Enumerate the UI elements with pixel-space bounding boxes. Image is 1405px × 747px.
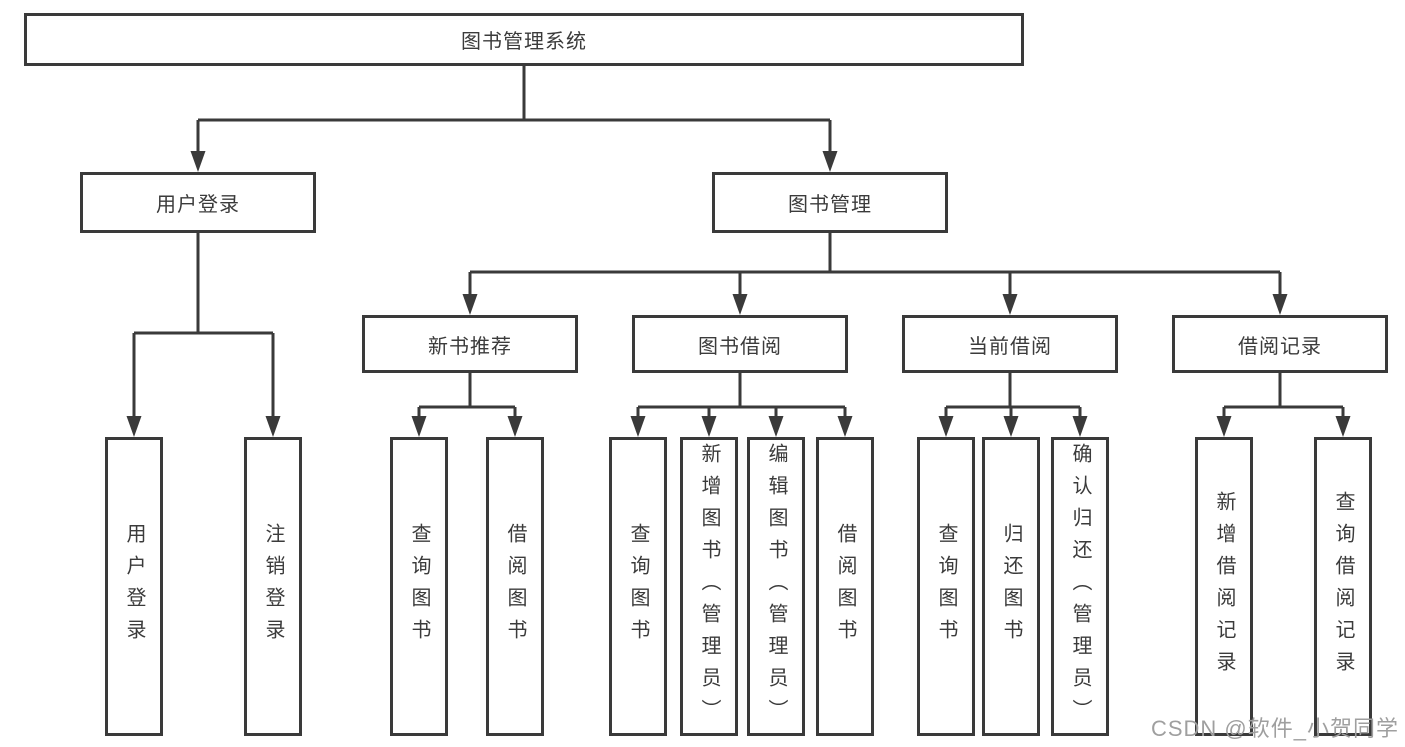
leaf-add-book-admin: 新增图书（管理员） [680,437,738,736]
connector-segments [132,66,1345,433]
csdn-watermark: CSDN @软件_小贺同学 [1150,716,1399,741]
leaf-query-books-recommend: 查询图书 [390,437,448,736]
leaf-add-borrow-record: 新增借阅记录 [1195,437,1253,736]
node-label: 查询图书 [935,522,957,651]
node-borrowing-records: 借阅记录 [1172,315,1388,373]
node-label: 借阅记录 [1238,335,1322,358]
node-label: 查询借阅记录 [1332,490,1354,683]
leaf-edit-book-admin: 编辑图书（管理员） [747,437,805,736]
leaf-user-login: 用户登录 [105,437,163,736]
node-label: 归还图书 [1000,522,1022,651]
leaf-query-books-borrowing: 查询图书 [609,437,667,736]
node-current-borrowing: 当前借阅 [902,315,1118,373]
leaf-logout: 注销登录 [244,437,302,736]
node-label: 图书管理系统 [461,31,587,53]
node-label: 用户登录 [123,522,145,651]
leaf-borrow-books-recommend: 借阅图书 [486,437,544,736]
node-label: 借阅图书 [834,522,856,651]
node-label: 查询图书 [408,522,430,651]
node-label: 查询图书 [627,522,649,651]
node-label: 新增借阅记录 [1213,490,1235,683]
node-user-login-module: 用户登录 [80,172,316,233]
leaf-query-borrow-record: 查询借阅记录 [1314,437,1372,736]
node-label: 借阅图书 [504,522,526,651]
node-label: 注销登录 [262,522,284,651]
leaf-return-books: 归还图书 [982,437,1040,736]
node-label: 当前借阅 [968,335,1052,358]
leaf-confirm-return-admin: 确认归还（管理员） [1051,437,1109,736]
node-label: 图书借阅 [698,335,782,358]
node-label: 图书管理 [788,194,872,216]
node-label: 新书推荐 [428,335,512,358]
node-book-borrowing: 图书借阅 [632,315,848,373]
node-label: 编辑图书（管理员） [765,442,787,731]
leaf-query-books-current: 查询图书 [917,437,975,736]
node-root-system: 图书管理系统 [24,13,1024,66]
node-book-management-module: 图书管理 [712,172,948,233]
node-label: 新增图书（管理员） [698,442,720,731]
node-new-book-recommend: 新书推荐 [362,315,578,373]
node-label: 用户登录 [156,194,240,216]
leaf-borrow-books: 借阅图书 [816,437,874,736]
node-label: 确认归还（管理员） [1069,442,1091,731]
